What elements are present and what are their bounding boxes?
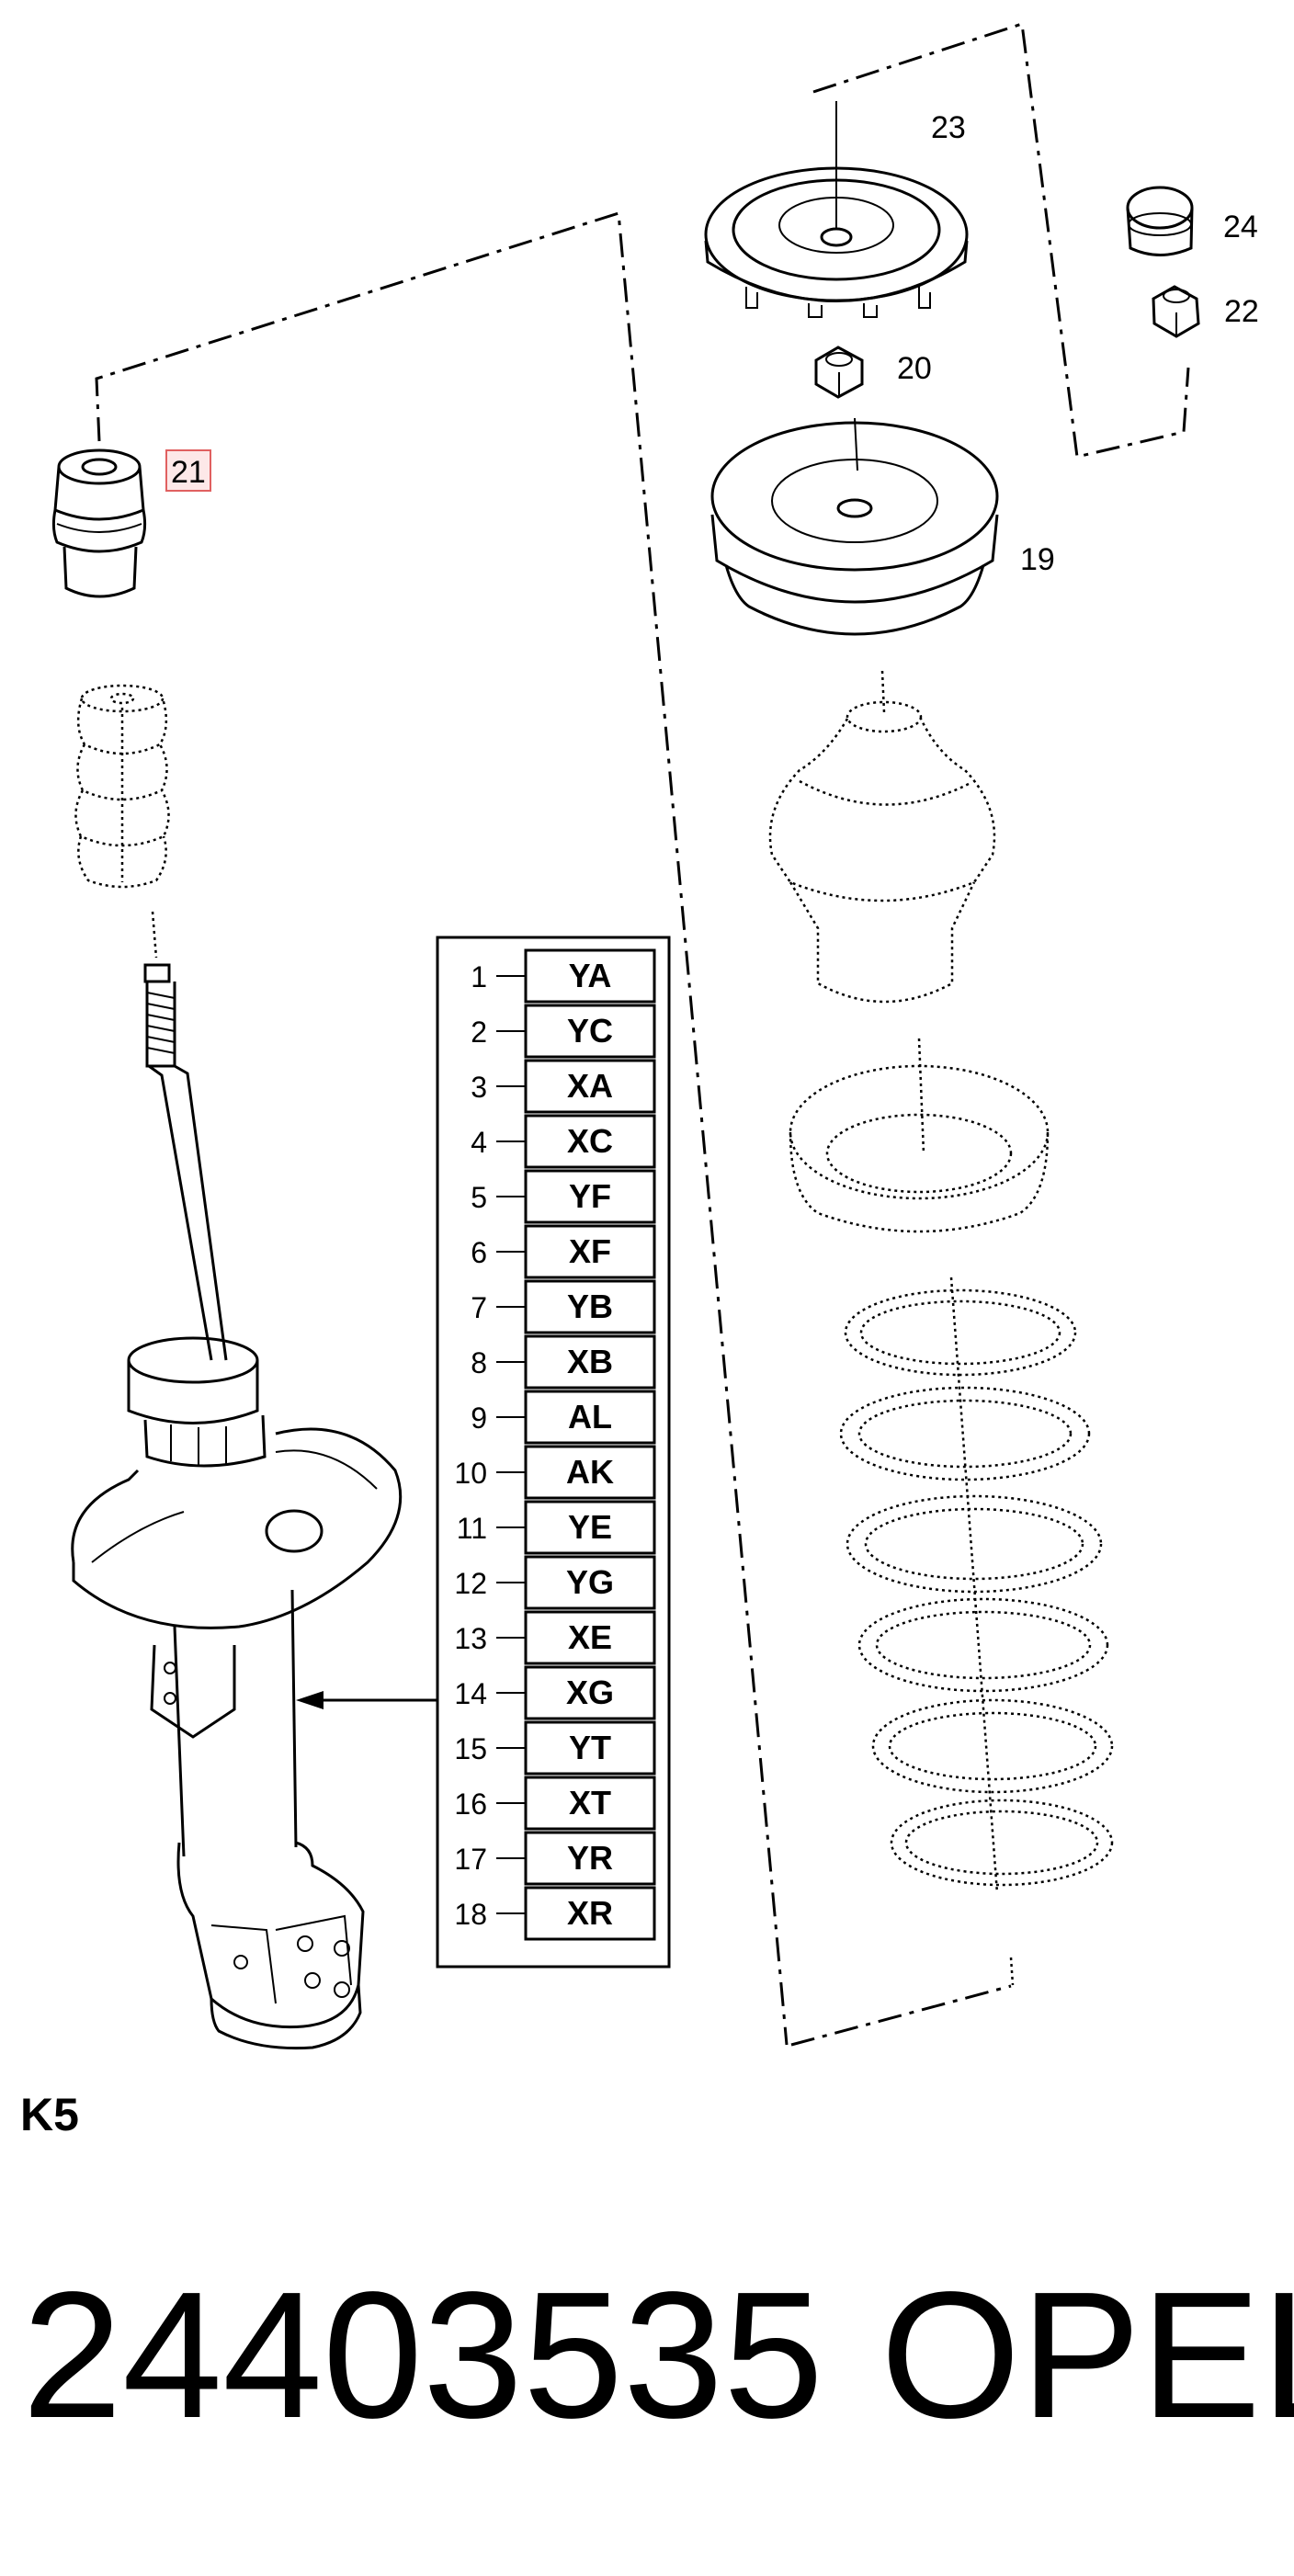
callout-21: 21	[171, 455, 206, 490]
table-row-number: 17	[454, 1843, 487, 1876]
table-row-code: XR	[567, 1894, 613, 1932]
table-row-number: 2	[471, 1016, 487, 1049]
table-row-number: 15	[454, 1732, 487, 1765]
table-row-number: 13	[454, 1622, 487, 1655]
callout-20: 20	[897, 351, 932, 386]
part-19-strut-bearing	[710, 417, 999, 636]
table-row-code: XF	[569, 1232, 611, 1270]
brand-name: OPEL	[880, 2254, 1294, 2456]
table-row-number: 6	[471, 1236, 487, 1269]
table-code-cell	[524, 1665, 656, 1720]
table-code-cell	[524, 1224, 656, 1279]
table-row-number: 11	[457, 1512, 487, 1545]
table-row-number: 5	[471, 1181, 487, 1214]
table-row-number: 18	[454, 1898, 487, 1931]
table-code-cell	[524, 1279, 656, 1334]
table-code-cell	[524, 1059, 656, 1114]
table-row-code: XG	[566, 1674, 614, 1711]
table-row-number: 16	[454, 1787, 487, 1821]
part-22-nut	[1152, 285, 1200, 338]
part-23-top-mount	[704, 101, 969, 318]
table-row-number: 8	[471, 1346, 487, 1379]
table-row-code: YR	[567, 1839, 613, 1877]
table-row-number: 4	[471, 1126, 487, 1159]
callout-23: 23	[931, 110, 966, 145]
callout-22: 22	[1224, 294, 1259, 329]
spring-seat	[789, 1038, 1050, 1233]
table-code-cell	[524, 1831, 656, 1886]
table-code-cell	[524, 1004, 656, 1059]
table-row-code: YG	[566, 1563, 614, 1601]
section-code: K5	[20, 2089, 79, 2140]
part-number: 24403535	[22, 2254, 823, 2456]
table-row-code: XC	[567, 1122, 613, 1160]
table-code-cell	[524, 1886, 656, 1941]
table-row-code: AK	[566, 1453, 614, 1491]
table-row-code: XT	[569, 1784, 611, 1821]
table-row-code: YB	[567, 1288, 613, 1325]
table-code-cell	[524, 948, 656, 1004]
variant-code-table: 1 YA 2 YC 3 XA 4 XC 5 YF 6 XF 7 YB 8 XB 9 AL 10 AK 11 YE 12 YG 1…	[436, 936, 671, 1969]
table-row-code: YC	[567, 1012, 613, 1050]
table-code-cell	[524, 1334, 656, 1390]
table-code-cell	[524, 1555, 656, 1610]
coil-spring	[839, 1277, 1114, 1986]
assembly-guide-lines	[95, 22, 1190, 2047]
table-code-cell	[524, 1390, 656, 1445]
shock-absorber-strut	[71, 963, 403, 2050]
table-row-code: YT	[569, 1729, 611, 1766]
table-row-number: 9	[471, 1401, 487, 1435]
table-row-number: 3	[471, 1071, 487, 1104]
table-code-cell	[524, 1776, 656, 1831]
dust-boot-right	[768, 670, 996, 1004]
callout-21-highlight	[165, 449, 211, 492]
table-row-number: 12	[454, 1567, 487, 1600]
table-row-code: XA	[567, 1067, 613, 1105]
table-code-cell	[524, 1720, 656, 1776]
table-row-code: XE	[568, 1618, 612, 1656]
table-code-cell	[524, 1610, 656, 1665]
part-24-cap	[1126, 186, 1194, 256]
table-code-cell	[524, 1114, 656, 1169]
table-code-cell	[524, 1500, 656, 1555]
part-20-nut	[814, 346, 864, 399]
table-row-number: 14	[454, 1677, 487, 1710]
dust-boot-left	[74, 684, 170, 959]
table-row-code: YF	[569, 1177, 611, 1215]
table-arrow	[296, 1691, 437, 1709]
table-row-code: AL	[568, 1398, 612, 1436]
part-21-bushing	[51, 448, 147, 598]
table-row-code: XB	[567, 1343, 613, 1380]
callout-24: 24	[1223, 210, 1258, 244]
table-row-code: YE	[568, 1508, 612, 1546]
table-row-number: 10	[454, 1457, 487, 1490]
callout-19: 19	[1020, 542, 1055, 577]
table-row-number: 1	[471, 960, 487, 993]
table-row-number: 7	[471, 1291, 487, 1324]
table-row-code: YA	[569, 957, 612, 994]
table-code-cell	[524, 1445, 656, 1500]
table-code-cell	[524, 1169, 656, 1224]
